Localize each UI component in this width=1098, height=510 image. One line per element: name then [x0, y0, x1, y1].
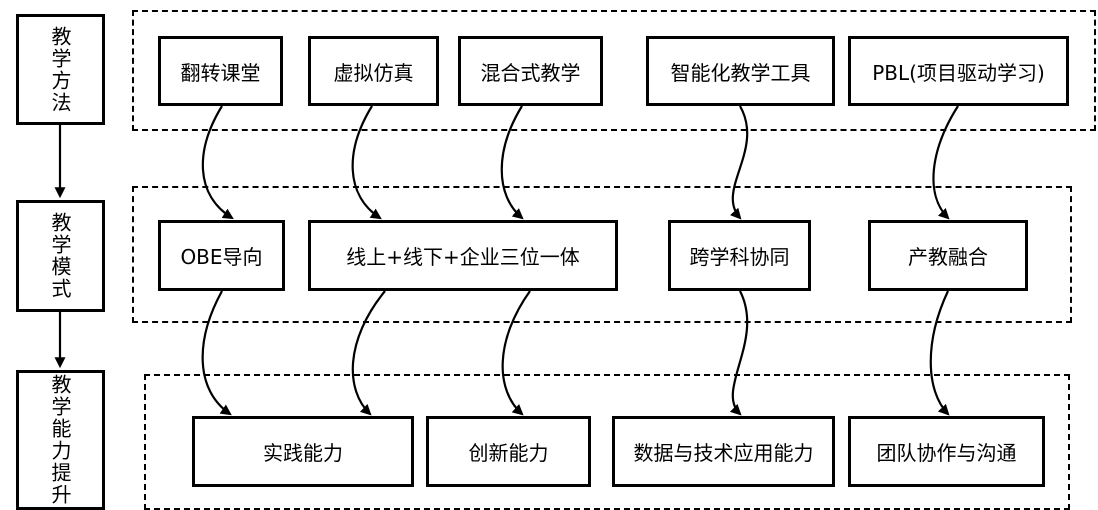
arrow-intelligent-to-interdisciplinary: [730, 105, 749, 220]
arrow-interdisciplinary-to-data: [729, 290, 749, 416]
modes-group: [132, 186, 1072, 323]
method-flipped-classroom: 翻转课堂: [158, 36, 283, 106]
level-label-methods: 教学方法: [16, 14, 105, 125]
ability-data-technology: 数据与技术应用能力: [612, 416, 835, 487]
arrow-blended-to-blended-mode: [500, 105, 524, 220]
method-intelligent-tools: 智能化教学工具: [646, 36, 835, 106]
abilities-group: [144, 374, 1070, 510]
arrow-industry-to-teamwork: [929, 290, 950, 416]
arrow-flipped-to-obe: [201, 105, 234, 220]
methods-group: [132, 10, 1096, 131]
mode-interdisciplinary: 跨学科协同: [668, 220, 811, 291]
level-label-modes: 教学模式: [16, 200, 105, 312]
arrow-virtual-to-blended-mode: [351, 105, 382, 220]
ability-teamwork: 团队协作与沟通: [848, 416, 1045, 487]
level-label-text: 教学方法: [48, 25, 72, 114]
arrow-pbl-to-industry: [932, 105, 959, 220]
method-virtual-simulation: 虚拟仿真: [308, 36, 439, 106]
level-label-abilities: 教学能力提升: [16, 370, 105, 510]
arrow-blended-to-practical: [351, 290, 386, 416]
mode-online-offline-enterprise: 线上+线下+企业三位一体: [308, 220, 618, 291]
mode-industry-education: 产教融合: [868, 220, 1028, 291]
ability-practical: 实践能力: [192, 416, 414, 487]
level-label-text: 教学模式: [48, 212, 72, 300]
method-pbl: PBL(项目驱动学习): [848, 36, 1069, 106]
method-blended-teaching: 混合式教学: [458, 36, 603, 106]
arrow-blended-to-innovation: [501, 290, 531, 416]
ability-innovation: 创新能力: [426, 416, 591, 487]
arrow-obe-to-practical: [201, 290, 232, 416]
mode-obe-oriented: OBE导向: [158, 220, 285, 291]
level-label-text: 教学能力提升: [48, 374, 72, 506]
